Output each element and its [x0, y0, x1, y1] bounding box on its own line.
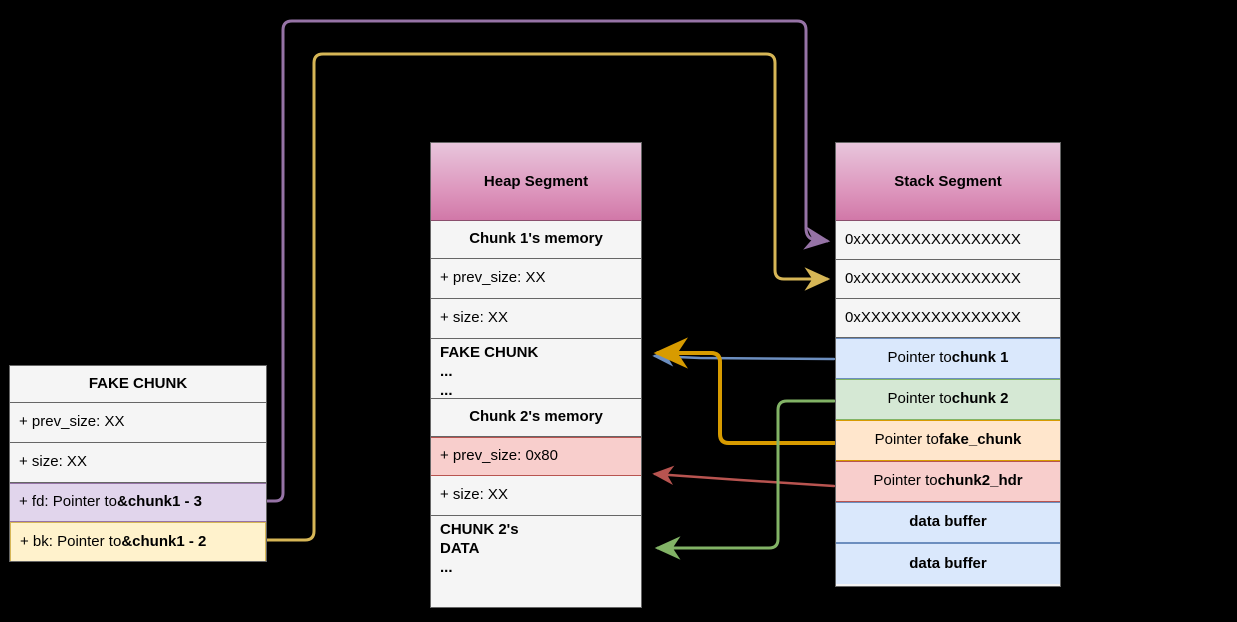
stack-row-addr-3: 0xXXXXXXXXXXXXXXXX: [836, 299, 1060, 338]
heap-row-chunk2-memory: Chunk 2's memory: [431, 399, 641, 437]
heap-row-chunk2-data: CHUNK 2's DATA ...: [431, 516, 641, 607]
stack-segment-box: Stack Segment 0xXXXXXXXXXXXXXXXX 0xXXXXX…: [835, 142, 1061, 587]
stack-row-pointer-chunk2: Pointer to chunk 2: [836, 379, 1060, 420]
heap-row-chunk1-prev-size: + prev_size: XX: [431, 259, 641, 299]
fake-chunk-row-prev-size: + prev_size: XX: [10, 403, 266, 443]
stack-row-data-buffer-1: data buffer: [836, 502, 1060, 543]
stack-row-pointer-chunk2-hdr: Pointer to chunk2_hdr: [836, 461, 1060, 502]
stack-chunk2-hdr-target: chunk2_hdr: [937, 472, 1023, 490]
stack-chunk1-prefix: Pointer to: [887, 349, 952, 367]
arrow-chunk2-ptr-to-chunk2-data: [654, 399, 836, 560]
heap-segment-title: Heap Segment: [431, 143, 641, 221]
fake-chunk-fd-target: &chunk1 - 3: [116, 493, 203, 511]
heap-segment-box: Heap Segment Chunk 1's memory + prev_siz…: [430, 142, 642, 608]
fake-chunk-bk-target: &chunk1 - 2: [121, 532, 207, 550]
heap-row-chunk2-prev-size: + prev_size: 0x80: [431, 437, 641, 476]
stack-fake-chunk-prefix: Pointer to: [874, 431, 939, 449]
fake-chunk-bk-prefix: + bk: Pointer to: [20, 532, 122, 550]
heap-row-chunk1-memory: Chunk 1's memory: [431, 221, 641, 259]
fake-chunk-fd-prefix: + fd: Pointer to: [19, 493, 117, 511]
fake-chunk-title: FAKE CHUNK: [10, 366, 266, 403]
stack-segment-title: Stack Segment: [836, 143, 1060, 221]
stack-row-addr-1: 0xXXXXXXXXXXXXXXXX: [836, 221, 1060, 260]
fake-chunk-row-fd: + fd: Pointer to &chunk1 - 3: [10, 483, 266, 522]
stack-row-pointer-chunk1: Pointer to chunk 1: [836, 338, 1060, 379]
arrow-fake-chunk-ptr-to-fake-chunk: [653, 337, 836, 445]
fake-chunk-row-bk: + bk: Pointer to &chunk1 - 2: [10, 522, 266, 561]
stack-row-data-buffer-2: data buffer: [836, 543, 1060, 584]
heap-row-fake-chunk: FAKE CHUNK ... ...: [431, 339, 641, 399]
stack-chunk2-prefix: Pointer to: [887, 390, 952, 408]
fake-chunk-row-size: + size: XX: [10, 443, 266, 483]
fake-chunk-box: FAKE CHUNK + prev_size: XX + size: XX + …: [9, 365, 267, 562]
stack-chunk2-target: chunk 2: [951, 390, 1009, 408]
stack-fake-chunk-target: fake_chunk: [938, 431, 1022, 449]
stack-row-pointer-fake-chunk: Pointer to fake_chunk: [836, 420, 1060, 461]
arrow-chunk1-ptr-to-fake-chunk: [652, 347, 836, 367]
heap-row-chunk1-size: + size: XX: [431, 299, 641, 339]
stack-row-addr-2: 0xXXXXXXXXXXXXXXXX: [836, 260, 1060, 299]
arrow-chunk2-hdr-ptr-to-prev-size: [652, 465, 836, 488]
heap-row-chunk2-size: + size: XX: [431, 476, 641, 516]
stack-chunk2-hdr-prefix: Pointer to: [873, 472, 938, 490]
stack-chunk1-target: chunk 1: [951, 349, 1009, 367]
